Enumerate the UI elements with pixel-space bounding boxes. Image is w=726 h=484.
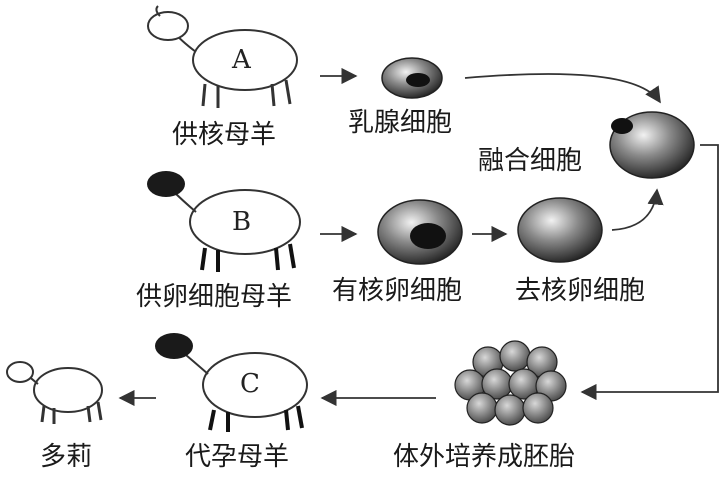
label-egg-donor: 供卵细胞母羊 [136,282,293,312]
embryo-icon [454,340,567,426]
sheep-c-letter: C [240,369,260,399]
arrow-fused-to-embryo [580,144,719,401]
label-embryo: 体外培养成胚胎 [393,442,576,472]
label-dolly: 多莉 [40,442,93,472]
arrow-enucleated-to-fused [611,188,664,231]
label-surrogate: 代孕母羊 [185,442,290,472]
dolly-sheep-icon [6,361,103,424]
label-nucleated-egg: 有核卵细胞 [332,276,463,306]
sheep-a-icon: A [147,5,298,108]
sheep-c-icon: C [155,333,308,432]
label-fused-cell: 融合细胞 [478,146,583,176]
sheep-b-letter: B [232,207,251,237]
enucleated-egg-cell-icon [517,197,603,263]
label-nucleus-donor: 供核母羊 [172,120,277,150]
label-mammary-cell: 乳腺细胞 [348,108,453,138]
mammary-cell-icon [381,57,443,99]
fused-cell-icon [609,111,695,179]
label-enucleated-egg: 去核卵细胞 [515,276,646,306]
sheep-b-icon: B [147,171,301,272]
nucleated-egg-cell-icon [377,199,463,265]
arrow-mammary-to-fused [464,73,661,104]
sheep-a-letter: A [231,45,252,75]
